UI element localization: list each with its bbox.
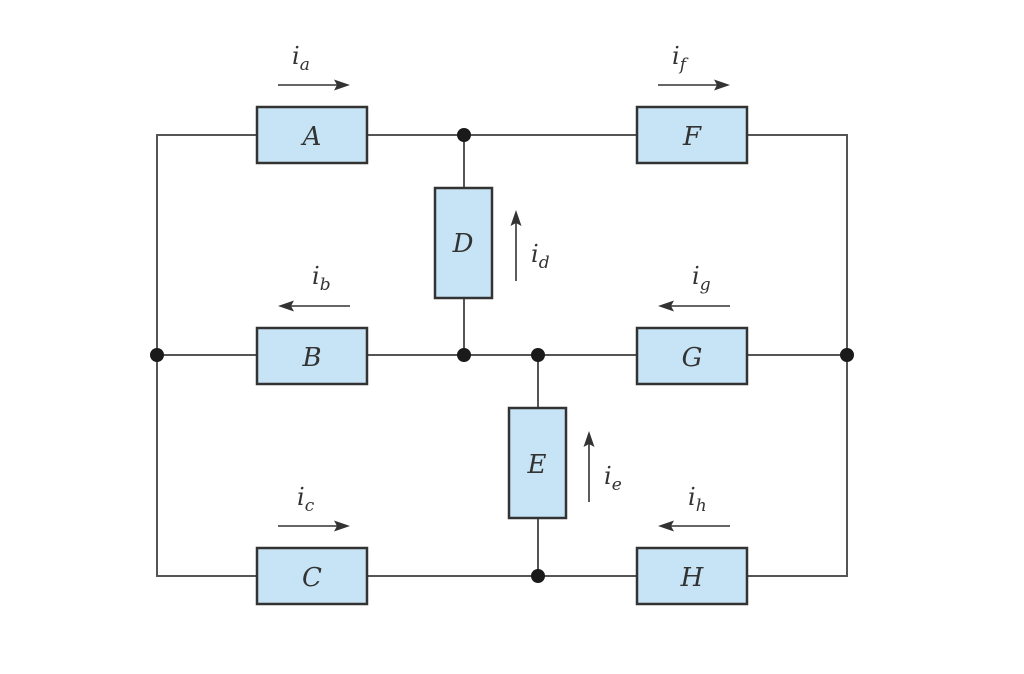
element-f-label: F bbox=[682, 122, 702, 152]
current-c-label: ic bbox=[297, 483, 315, 516]
element-b-label: B bbox=[301, 343, 321, 373]
node-top-middle bbox=[457, 128, 471, 142]
current-a-arrow-icon bbox=[278, 79, 350, 91]
node-right bbox=[840, 348, 854, 362]
element-c-box bbox=[255, 546, 369, 606]
current-f-arrow-icon bbox=[658, 79, 730, 91]
wire-top bbox=[156, 134, 848, 355]
current-e-label: ie bbox=[604, 462, 622, 495]
element-h-box bbox=[635, 546, 749, 606]
current-h-label: ih bbox=[688, 483, 707, 516]
node-center-left bbox=[457, 348, 471, 362]
current-b-label: ib bbox=[312, 262, 331, 295]
element-f-box bbox=[635, 105, 749, 165]
current-a-label: ia bbox=[292, 42, 310, 75]
element-b: B bbox=[255, 326, 369, 386]
element-c: C bbox=[255, 546, 369, 606]
current-arrows bbox=[278, 79, 730, 532]
element-a-box bbox=[255, 105, 369, 165]
element-h-label: H bbox=[680, 563, 705, 593]
current-f-label: if bbox=[672, 42, 689, 75]
current-g-label: ig bbox=[692, 262, 711, 295]
current-b-arrow-icon bbox=[278, 300, 350, 312]
element-d-label: D bbox=[452, 229, 474, 259]
current-d-label: id bbox=[531, 240, 550, 273]
element-b-box bbox=[255, 326, 369, 386]
element-e-label: E bbox=[527, 450, 547, 480]
element-d-box bbox=[433, 186, 494, 300]
current-labels: ia if ib ig ic ih id ie bbox=[292, 42, 711, 516]
current-e-arrow-icon bbox=[583, 431, 595, 502]
current-g-arrow-icon bbox=[658, 300, 730, 312]
element-c-label: C bbox=[302, 563, 322, 593]
node-left bbox=[150, 348, 164, 362]
element-d: D bbox=[433, 186, 494, 300]
element-a-label: A bbox=[301, 122, 322, 152]
node-bottom-middle bbox=[531, 569, 545, 583]
element-a: A bbox=[255, 105, 369, 165]
element-g: G bbox=[635, 326, 749, 386]
current-d-arrow-icon bbox=[510, 210, 522, 281]
element-e: E bbox=[507, 406, 568, 520]
node-center-right bbox=[531, 348, 545, 362]
junction-nodes bbox=[150, 128, 854, 583]
element-h: H bbox=[635, 546, 749, 606]
element-e-box bbox=[507, 406, 568, 520]
element-g-box bbox=[635, 326, 749, 386]
element-g-label: G bbox=[682, 343, 703, 373]
element-f: F bbox=[635, 105, 749, 165]
current-c-arrow-icon bbox=[278, 520, 350, 532]
current-h-arrow-icon bbox=[658, 520, 730, 532]
wire-bottom bbox=[156, 355, 848, 577]
